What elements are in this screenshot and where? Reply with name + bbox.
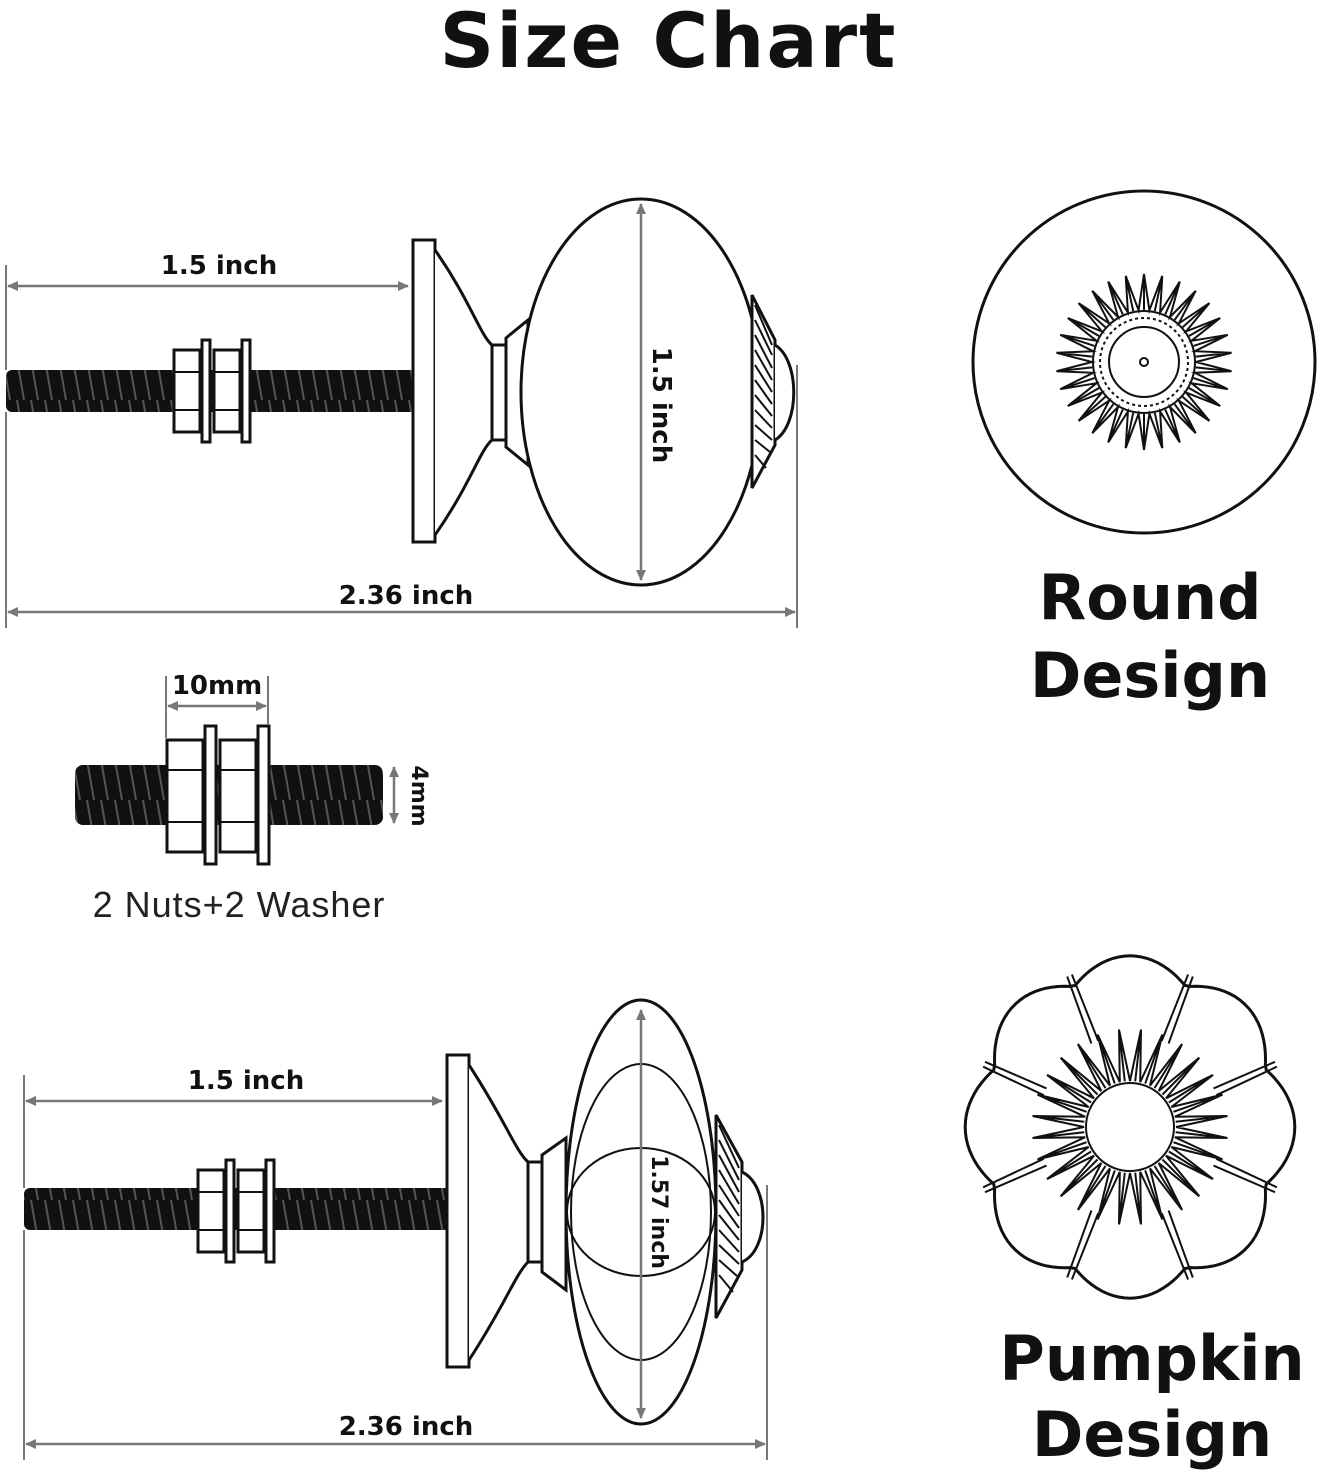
- thread-diameter-dimension: 4mm: [389, 765, 431, 827]
- bottom-bolt-dimension: 1.5 inch: [23, 1066, 443, 1188]
- top-bolt-length-label: 1.5 inch: [161, 251, 277, 281]
- top-total-length-label: 2.36 inch: [339, 581, 474, 611]
- page-title: Size Chart: [439, 0, 898, 85]
- hardware-detail-drawing: [75, 724, 383, 866]
- round-design-title-line1: Round: [1039, 561, 1262, 634]
- top-base-plate: [411, 238, 437, 544]
- round-design-front-view: [971, 189, 1317, 535]
- pumpkin-design-title-line2: Design: [1032, 1398, 1272, 1471]
- top-knob-diameter-dimension: 1.5 inch: [636, 203, 676, 581]
- thread-diameter-label: 4mm: [406, 765, 431, 826]
- nut-width-dimension: 10mm: [165, 671, 269, 738]
- bottom-knob-diameter-dimension: 1.57 inch: [636, 1009, 671, 1419]
- pumpkin-design-front-view: [963, 954, 1297, 1300]
- pumpkin-sunburst-icon: [1032, 1029, 1228, 1225]
- top-nuts-washers: [172, 338, 252, 444]
- bottom-knob-diameter-label: 1.57 inch: [646, 1155, 671, 1269]
- bottom-total-length-label: 2.36 inch: [339, 1412, 474, 1442]
- round-sunburst-icon: [1056, 273, 1232, 451]
- bottom-total-dimension: 2.36 inch: [23, 1185, 768, 1460]
- round-design-title-line2: Design: [1030, 639, 1270, 712]
- bottom-nuts-washers: [196, 1158, 276, 1264]
- pumpkin-design-title-line1: Pumpkin: [999, 1322, 1304, 1395]
- bottom-base-plate: [445, 1053, 471, 1369]
- top-knob-diameter-label: 1.5 inch: [646, 347, 676, 463]
- top-bolt-dimension: 1.5 inch: [5, 251, 409, 370]
- bottom-bolt-length-label: 1.5 inch: [188, 1066, 304, 1096]
- hardware-caption: 2 Nuts+2 Washer: [93, 884, 386, 925]
- nut-width-label: 10mm: [172, 671, 262, 701]
- top-total-dimension: 2.36 inch: [5, 365, 798, 628]
